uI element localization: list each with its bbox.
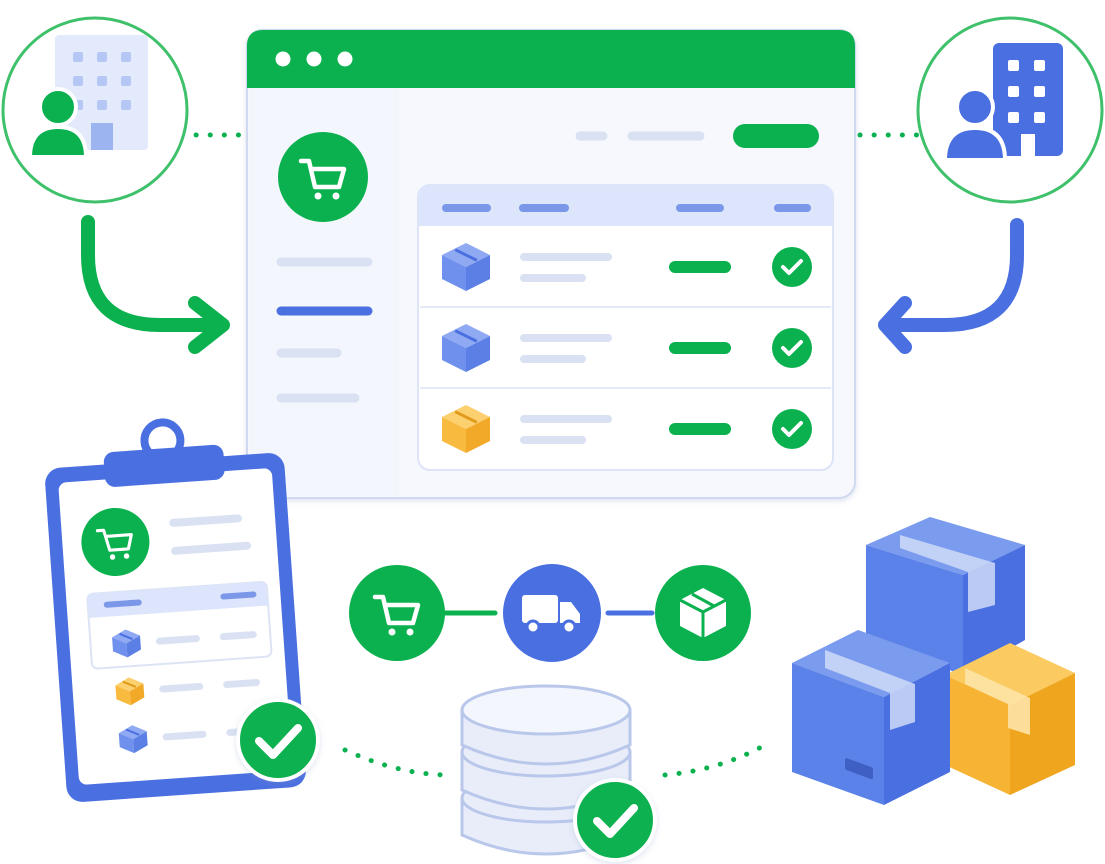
check-icon <box>593 804 638 838</box>
check-icon <box>772 247 812 287</box>
window-controls-icon <box>275 51 353 67</box>
boxes-stack-icon <box>792 517 1075 805</box>
app-window <box>246 29 856 499</box>
table-row[interactable] <box>442 324 812 372</box>
orders-table-body <box>442 243 812 453</box>
package-icon <box>679 588 727 638</box>
flow-step-truck <box>503 564 601 662</box>
supplier-left <box>1 16 189 204</box>
sidebar-menu <box>276 257 373 403</box>
arrow-right-blue <box>878 218 1024 354</box>
primary-action-pill <box>733 124 819 148</box>
orders-table <box>417 184 834 471</box>
shopping-cart-icon <box>372 594 421 636</box>
table-row[interactable] <box>442 243 812 291</box>
list-item <box>115 677 261 706</box>
clipboard-check-badge <box>236 698 320 782</box>
table-header <box>418 185 833 226</box>
clipboard-clip <box>103 444 225 487</box>
flow-step-cart <box>349 565 445 661</box>
blue-box-icon <box>442 324 490 372</box>
check-icon <box>772 328 812 368</box>
user-icon <box>942 87 1008 162</box>
database-check-badge <box>573 778 657 862</box>
clipboard-cart-badge <box>81 507 150 576</box>
dotted-connectors <box>179 132 921 778</box>
list-item <box>112 629 257 658</box>
building-icon <box>55 35 148 150</box>
delivery-truck-icon <box>522 595 580 635</box>
arrow-left-green <box>81 215 230 354</box>
yellow-box-icon <box>115 677 145 706</box>
sidebar-cart-badge <box>278 132 368 222</box>
check-icon <box>772 409 812 449</box>
shopping-cart-icon <box>95 528 133 560</box>
yellow-box-icon <box>442 405 490 453</box>
window-titlebar <box>247 30 855 88</box>
blue-box-icon <box>442 243 490 291</box>
process-flow <box>349 564 751 662</box>
clipboard <box>45 418 306 802</box>
shopping-cart-icon <box>298 158 347 200</box>
blue-box-icon <box>112 629 141 658</box>
check-icon <box>255 724 302 759</box>
building-icon <box>993 43 1063 156</box>
flow-step-package <box>655 565 751 661</box>
table-row[interactable] <box>442 405 812 453</box>
supplier-right <box>916 16 1104 204</box>
user-icon <box>27 87 89 159</box>
blue-box-icon <box>118 725 148 754</box>
